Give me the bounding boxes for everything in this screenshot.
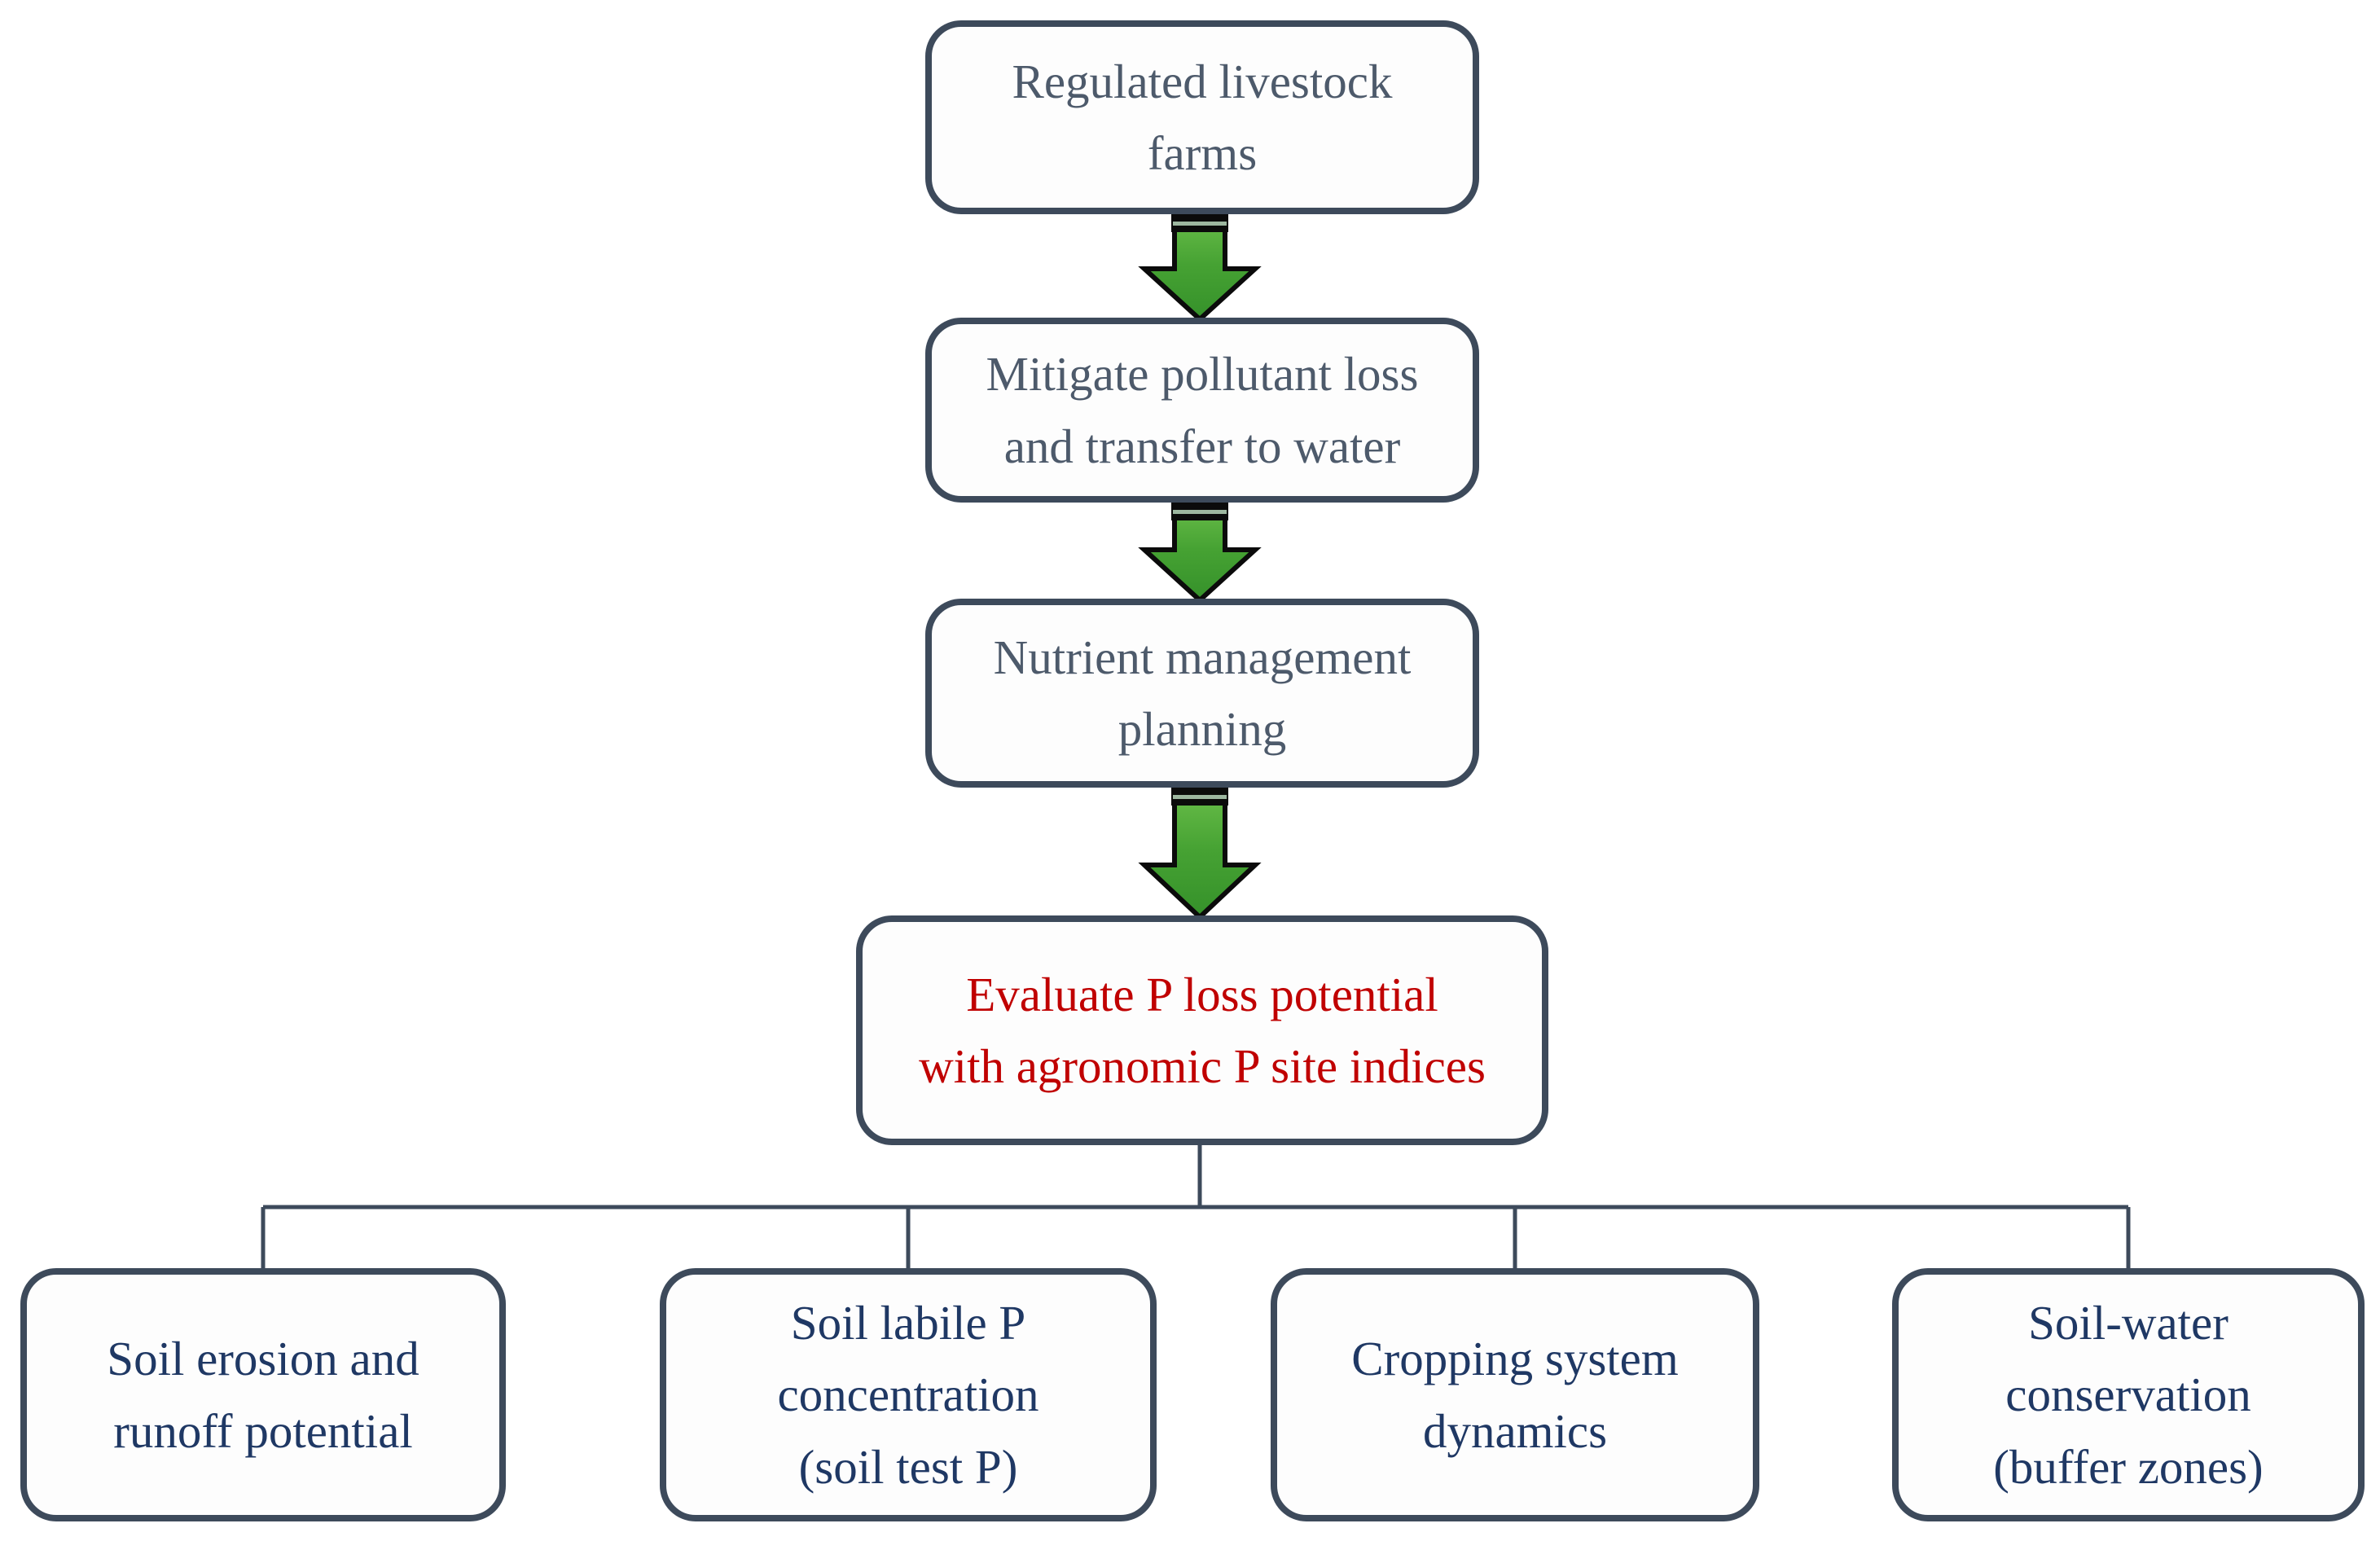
down-arrow-icon bbox=[1138, 781, 1262, 921]
node-label: Soil labile P concentration (soil test P… bbox=[777, 1295, 1039, 1494]
node-label: Mitigate pollutant loss and transfer to … bbox=[986, 347, 1419, 473]
node-label: Evaluate P loss potential with agronomic… bbox=[919, 967, 1486, 1094]
node-regulated-livestock-farms: Regulated livestock farms bbox=[925, 20, 1479, 214]
tree-connector-lines bbox=[261, 1145, 2131, 1270]
node-nutrient-management-planning: Nutrient management planning bbox=[925, 599, 1479, 788]
node-cropping-system-dynamics: Cropping system dynamics bbox=[1271, 1268, 1759, 1521]
node-soil-erosion-runoff-potential: Soil erosion and runoff potential bbox=[20, 1268, 506, 1521]
down-arrow-icon bbox=[1138, 208, 1262, 323]
node-soil-labile-p-concentration: Soil labile P concentration (soil test P… bbox=[660, 1268, 1157, 1521]
node-label: Soil erosion and runoff potential bbox=[107, 1332, 419, 1458]
node-label: Regulated livestock farms bbox=[1012, 54, 1393, 181]
node-mitigate-pollutant-loss: Mitigate pollutant loss and transfer to … bbox=[925, 318, 1479, 503]
down-arrow-icon bbox=[1138, 496, 1262, 604]
node-label: Soil-water conservation (buffer zones) bbox=[1993, 1295, 2264, 1494]
node-evaluate-p-loss-potential: Evaluate P loss potential with agronomic… bbox=[856, 915, 1548, 1145]
node-label: Nutrient management planning bbox=[993, 630, 1412, 757]
node-label: Cropping system dynamics bbox=[1351, 1332, 1679, 1458]
node-soil-water-conservation: Soil-water conservation (buffer zones) bbox=[1892, 1268, 2365, 1521]
